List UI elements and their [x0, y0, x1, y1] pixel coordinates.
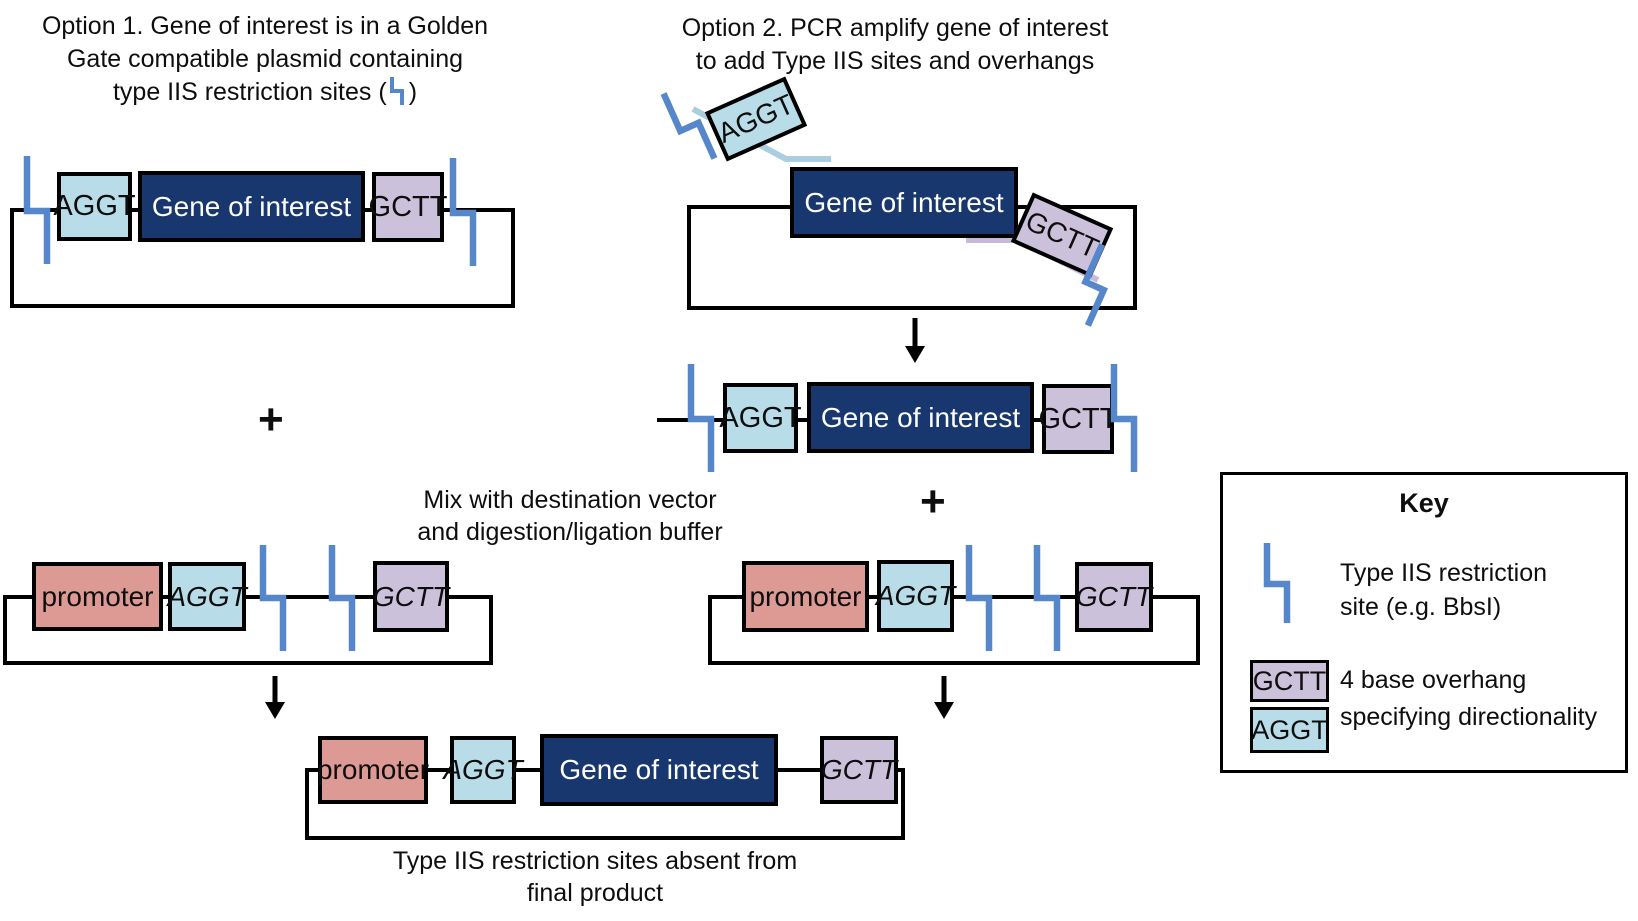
down-arrow-icon — [257, 676, 293, 720]
overhang-box-gctt: GCTT — [373, 561, 449, 632]
overhang-box-aggt: AGGT — [167, 562, 247, 631]
gene-of-interest-box: Gene of interest — [540, 734, 778, 806]
down-arrow-icon — [926, 676, 962, 720]
option2-title: Option 2. PCR amplify gene of interest t… — [655, 12, 1135, 78]
type-iis-site-icon — [448, 156, 478, 268]
type-iis-site-icon — [686, 362, 716, 474]
gene-of-interest-box: Gene of interest — [790, 167, 1018, 238]
option2-title-line1: Option 2. PCR amplify gene of interest — [681, 14, 1109, 42]
type-iis-site-icon — [1262, 541, 1292, 625]
gene-of-interest-box: Gene of interest — [138, 171, 365, 242]
overhang-box-aggt: AGGT — [876, 560, 955, 632]
overhang-box-gctt: GCTT — [820, 736, 898, 804]
type-iis-site-icon — [327, 543, 357, 653]
key-restriction-site-label: Type IIS restriction site (e.g. BbsI) — [1340, 559, 1548, 621]
type-iis-site-icon — [258, 543, 288, 653]
overhang-box-gctt: GCTT — [1039, 384, 1117, 454]
overhang-box-aggt: AGGT — [1250, 707, 1329, 753]
type-iis-site-icon — [1109, 362, 1139, 474]
overhang-box-gctt: GCTT — [1250, 660, 1329, 702]
promoter-box: promoter — [32, 562, 163, 631]
promoter-box: promoter — [742, 561, 869, 632]
overhang-box-aggt: AGGT — [443, 736, 523, 804]
overhang-box-gctt: GCTT — [369, 172, 447, 242]
type-iis-site-icon — [964, 543, 994, 653]
plus-sign: + — [258, 395, 284, 444]
promoter-box: promoter — [317, 736, 429, 804]
type-iis-site-icon — [1032, 543, 1062, 653]
type-iis-site-icon — [658, 82, 720, 171]
overhang-box-gctt: GCTT — [1075, 562, 1153, 632]
key-overhang-label: 4 base overhang specifying directionalit… — [1340, 666, 1598, 731]
overhang-box-aggt: AGGT — [53, 172, 136, 241]
option1-title: Option 1. Gene of interest is in a Golde… — [15, 10, 515, 109]
type-iis-site-icon — [389, 76, 405, 106]
option1-title-line2: Gate compatible plasmid containing — [66, 45, 464, 73]
gene-of-interest-box: Gene of interest — [807, 382, 1034, 453]
plus-sign: + — [920, 477, 946, 526]
final-product-caption: Type IIS restriction sites absent from f… — [392, 847, 798, 907]
option1-title-line1: Option 1. Gene of interest is in a Golde… — [41, 12, 489, 40]
option2-title-line2: to add Type IIS sites and overhangs — [695, 47, 1095, 75]
type-iis-site-icon — [22, 154, 52, 266]
option1-title-line3: type IIS restriction sites () — [112, 76, 418, 106]
overhang-box-aggt: AGGT — [719, 383, 802, 453]
down-arrow-icon — [897, 318, 933, 364]
mix-instruction: Mix with destination vector and digestio… — [417, 486, 723, 546]
type-iis-site-icon — [1064, 241, 1126, 330]
key-title: Key — [1399, 488, 1449, 518]
